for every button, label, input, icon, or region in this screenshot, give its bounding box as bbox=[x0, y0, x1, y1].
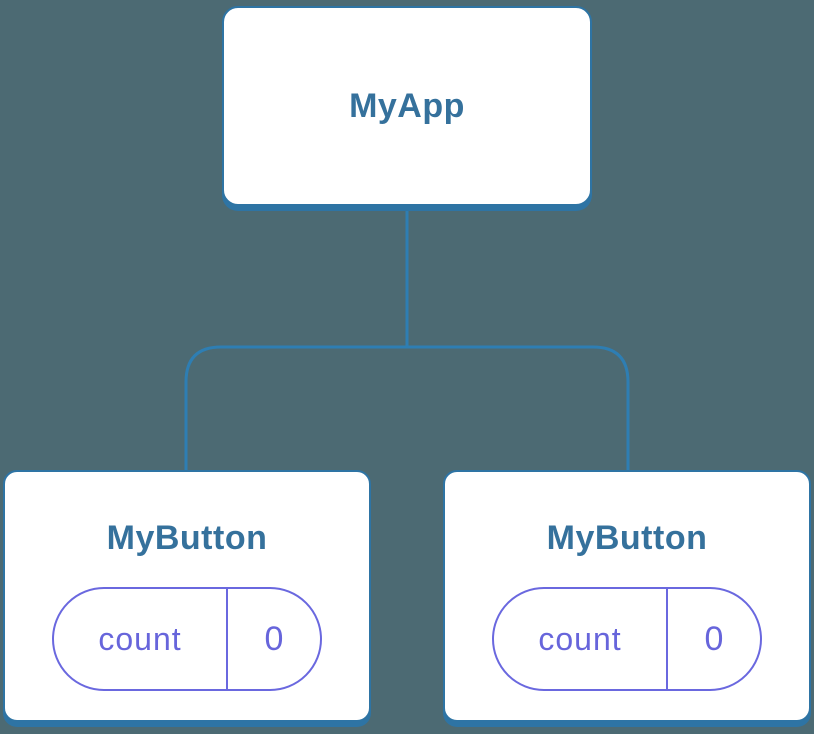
state-key-cell: count bbox=[54, 589, 228, 689]
node-mybutton-1: MyButton count 0 bbox=[3, 470, 371, 722]
state-value: 0 bbox=[264, 619, 284, 658]
connector-bracket bbox=[184, 345, 630, 472]
node-myapp: MyApp bbox=[222, 6, 592, 206]
state-key-label: count bbox=[98, 620, 182, 657]
state-key-label: count bbox=[538, 620, 622, 657]
node-label: MyButton bbox=[106, 519, 268, 557]
state-value: 0 bbox=[704, 619, 724, 658]
state-value-cell: 0 bbox=[668, 589, 760, 689]
state-value-cell: 0 bbox=[228, 589, 320, 689]
node-label: MyApp bbox=[349, 87, 465, 125]
node-label: MyButton bbox=[546, 519, 708, 557]
state-key-cell: count bbox=[494, 589, 668, 689]
state-pill: count 0 bbox=[492, 587, 762, 691]
state-pill: count 0 bbox=[52, 587, 322, 691]
node-mybutton-2: MyButton count 0 bbox=[443, 470, 811, 722]
